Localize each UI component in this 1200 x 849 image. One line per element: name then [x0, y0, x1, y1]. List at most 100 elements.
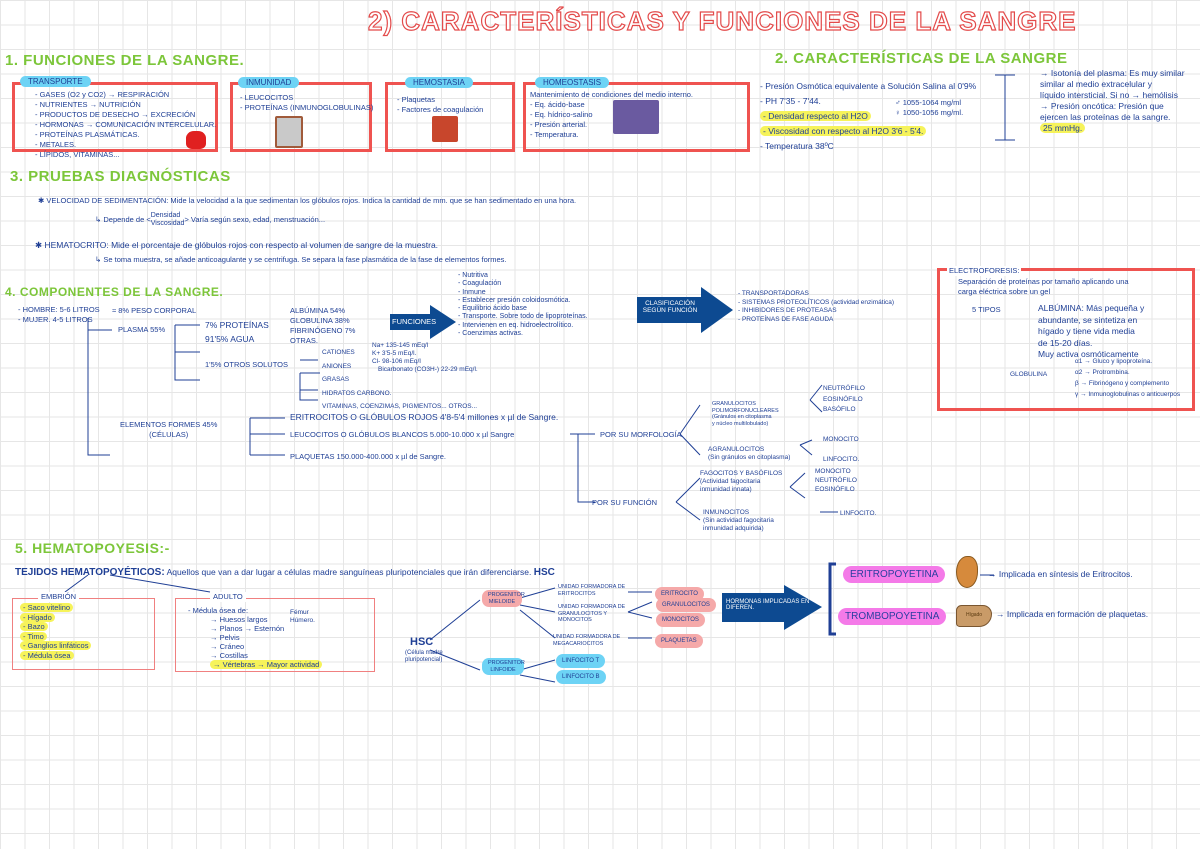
liver-icon: Hígado: [956, 605, 992, 627]
section-1-heading: 1. FUNCIONES DE LA SANGRE.: [5, 52, 245, 69]
hematocrito-text: ✱ HEMATOCRITO: Mide el porcentaje de gló…: [35, 240, 439, 250]
list-item: - SISTEMAS PROTEOLÍTICOS (actividad enzi…: [738, 298, 895, 306]
list-item: ♀ 1050-1056 mg/ml.: [895, 108, 964, 117]
granulocitos-node: GRANULOCITOS: [656, 598, 716, 612]
proteinas-list: ALBÚMINA 54% GLOBULINA 38% FIBRINÓGENO 7…: [290, 306, 355, 346]
list-item: - PROTEÍNAS PLASMÁTICAS.: [35, 130, 140, 139]
list-item: → Presión oncótica: Presión que: [1040, 101, 1164, 111]
fagocitos: FAGOCITOS Y BASÓFILOS (Actividad fagocit…: [700, 470, 782, 494]
unidad-granulocitos: UNIDAD FORMADORA DE GRANULOCITOS Y MONOC…: [558, 604, 626, 623]
list-item: - Presión Osmótica equivalente a Solució…: [760, 81, 977, 91]
list-item: CATIONES: [322, 349, 355, 356]
list-item: - PH 7'35 - 7'44.: [760, 96, 821, 106]
list-item: - Factores de coagulación: [397, 105, 484, 114]
list-item: - Hígado: [20, 612, 55, 622]
plasma-label: PLASMA 55%: [118, 325, 166, 334]
inmunidad-tag: INMUNIDAD: [238, 77, 300, 88]
list-item: - Establecer presión coloidosmótica.: [458, 296, 571, 304]
peso-corporal: ≈ 8% PESO CORPORAL: [112, 306, 197, 315]
hsc-label: HSC: [533, 567, 555, 578]
list-item: similar al medio extracelular y: [1040, 79, 1152, 89]
hormonas-arrow: HORMONAS IMPLICADAS EN DIFEREN.: [722, 585, 822, 630]
connector-lines-hormones: [980, 574, 994, 576]
list-item: - Ganglios linfáticos: [20, 641, 92, 651]
hsc-sub: (Célula madre pluripotencial): [405, 650, 443, 664]
list-item: - PROTEÍNAS DE FASE AGUDA: [738, 315, 834, 323]
list-item: MONOCITO: [823, 436, 859, 443]
label: (Sin gránulos en citoplasma): [708, 454, 791, 461]
list-item: → Vértebras → Mayor actividad: [210, 660, 323, 669]
label: ↳ Depende de: [95, 214, 145, 224]
list-item: → Isotonía del plasma: Es muy similar: [1040, 68, 1185, 78]
funciones-arrow: FUNCIONES: [390, 305, 456, 339]
list-item: FIBRINÓGENO 7%: [290, 326, 356, 335]
inmunidad-list: - LEUCOCITOS - PROTEÍNAS (INMUNOGLOBULIN…: [240, 93, 373, 113]
por-funcion: POR SU FUNCIÓN: [592, 498, 658, 507]
electroforesis-desc: Separación de proteínas por tamaño aplic…: [958, 277, 1129, 297]
list-item: - MUJER. 4-5 LITROS: [18, 315, 93, 324]
red-blood-cell-cartoon-image: [186, 131, 206, 149]
list-item: - PRODUCTOS DE DESECHO → EXCRECIÓN: [35, 110, 196, 119]
progenitor-linfoide: PROGENITOR LINFOIDE: [482, 658, 525, 675]
globulina-types: α1 → Gluco y lipoproteína. α2 → Protromb…: [1075, 356, 1180, 400]
homeostasis-tag: HOMEOSTASIS: [535, 77, 610, 88]
granulocitos-list: NEUTRÓFILO EOSINÓFILO BASÓFILO: [823, 384, 865, 416]
list-item: GRASAS: [322, 376, 350, 383]
label: y núcleo multilobulado): [712, 420, 769, 427]
list-item: líquido intersticial. Si no → hemólisis: [1040, 90, 1178, 100]
cationes-values: Na+ 135-145 mEq/l K+ 3'5-5 mEq/l. Cl- 98…: [372, 342, 478, 374]
huesos-largos-list: Fémur Húmero.: [290, 609, 315, 625]
list-item: γ → Inmunoglobulinas o anticuerpos: [1075, 391, 1181, 398]
list-item: - Coagulación: [458, 280, 502, 288]
agranulocitos: AGRANULOCITOS (Sin gránulos en citoplasm…: [708, 446, 790, 462]
list-item: OTRAS.: [290, 336, 318, 345]
list-item: - INHIBIDORES DE PROTEASAS: [738, 307, 837, 314]
caracteristicas-list: - Presión Osmótica equivalente a Solució…: [760, 79, 976, 154]
list-item: NEUTRÓFILO: [823, 385, 865, 392]
agranulocitos-list: MONOCITO LINFOCITO.: [823, 430, 859, 470]
list-item: - Saco vitelino: [20, 603, 74, 612]
label: ELEMENTOS FORMES 45%: [120, 420, 218, 429]
list-item: β → Fibrinógeno y complemento: [1075, 380, 1170, 387]
section-4-heading: 4. COMPONENTES DE LA SANGRE.: [5, 285, 224, 299]
label: (Actividad fagocitaria: [700, 478, 761, 485]
tejidos-desc: Aquellos que van a dar lugar a células m…: [166, 567, 532, 577]
inmunocitos-linfocito: LINFOCITO.: [840, 510, 877, 517]
list-item: ALBÚMINA 54%: [290, 306, 346, 315]
label: FAGOCITOS Y BASÓFILOS: [700, 470, 783, 477]
list-item: - Plaquetas: [397, 95, 435, 104]
hemostasia-list: - Plaquetas - Factores de coagulación: [397, 95, 483, 115]
list-item: NEUTRÓFILO: [815, 477, 857, 484]
list-item: Densidad: [150, 212, 181, 219]
electroforesis-tag: ELECTROFORESIS:: [947, 266, 1022, 276]
list-item: - TRANSPORTADORAS: [738, 290, 809, 297]
label: POLIMORFONUCLEARES: [712, 407, 779, 414]
volumen-list: - HOMBRE: 5-6 LITROS - MUJER. 4-5 LITROS: [18, 305, 100, 325]
homeostasis-box: [523, 82, 750, 152]
adulto-tag: ADULTO: [210, 592, 246, 602]
list-item: - Densidad respecto al H2O: [760, 111, 871, 121]
label: hígado y tiene vida media: [1038, 326, 1135, 336]
label: Separación de proteínas por tamaño aplic…: [958, 277, 1129, 286]
list-item: ♂ 1055-1064 mg/ml: [895, 98, 962, 107]
list-item: EOSINÓFILO: [823, 395, 863, 403]
list-item: - Eq. ácido-base: [530, 100, 585, 109]
unidad-eritrocitos: UNIDAD FORMADORA DE ERITROCITOS: [558, 584, 626, 597]
list-item: - Nutritiva: [458, 272, 488, 279]
vsg-text: ✱ VELOCIDAD DE SEDIMENTACIÓN: Mide la ve…: [38, 196, 577, 205]
list-item: MONOCITO: [815, 468, 851, 475]
bracket: [828, 562, 836, 636]
list-item: - PROTEÍNAS (INMUNOGLOBULINAS): [240, 103, 374, 112]
inmunocitos: INMUNOCITOS (Sin actividad fagocitaria i…: [703, 509, 774, 533]
section-3-heading: 3. PRUEBAS DIAGNÓSTICAS: [10, 168, 231, 185]
eritrocitos: ERITROCITOS O GLÓBULOS ROJOS 4'8-5'4 mil…: [290, 412, 559, 422]
list-item: - HOMBRE: 5-6 LITROS: [18, 305, 100, 314]
label: carga eléctrica sobre un gel: [958, 287, 1051, 296]
plaquetas-node: PLAQUETAS: [655, 634, 703, 648]
list-item: - GASES (O2 y CO2) → RESPIRACIÓN: [35, 90, 170, 99]
list-item: - Temperatura 38ºC: [760, 141, 834, 151]
list-item: ANIONES: [322, 362, 352, 370]
electroforesis-box: [937, 268, 1195, 411]
list-item: - Timo: [20, 631, 47, 641]
